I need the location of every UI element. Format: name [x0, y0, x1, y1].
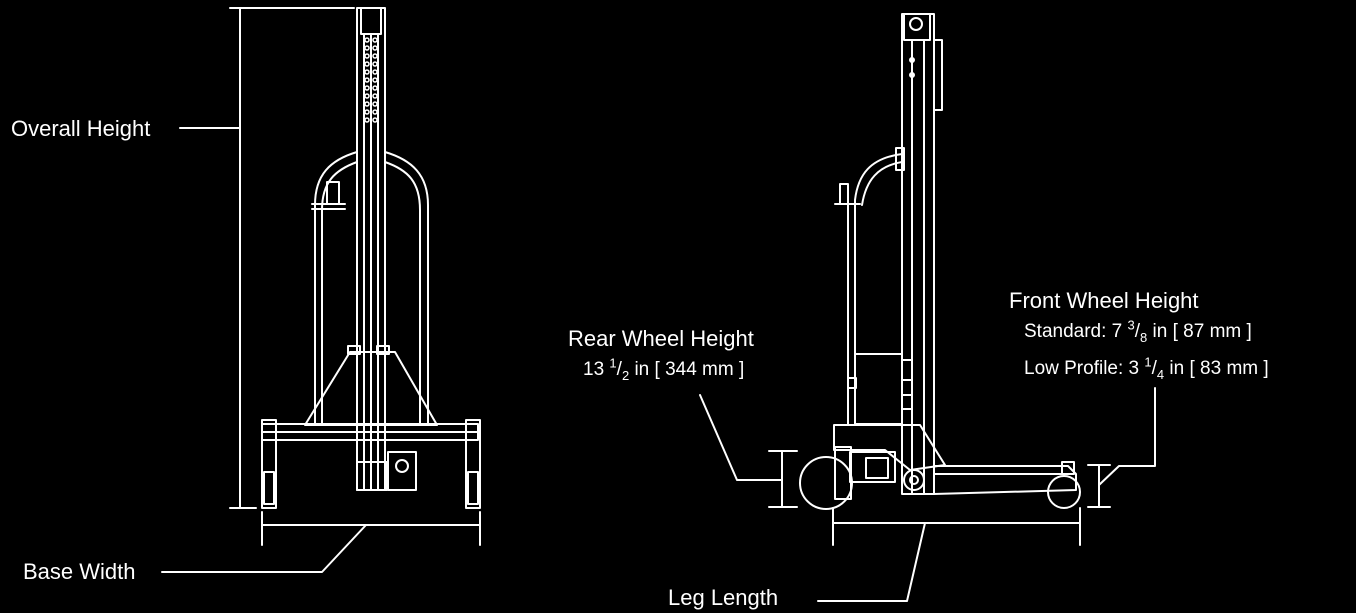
front-lever	[326, 181, 340, 205]
base-width-dimension	[161, 511, 481, 573]
rear-wheel-value: 13 1/2 in [ 344 mm ]	[583, 355, 745, 383]
overall-height-label: Overall Height	[11, 116, 151, 141]
front-wheel-low-profile: Low Profile: 3 1/4 in [ 83 mm ]	[1024, 354, 1269, 382]
base-width-label: Base Width	[23, 559, 136, 584]
front-wheel-standard: Standard: 7 3/8 in [ 87 mm ]	[1024, 317, 1252, 345]
rear-wheel-height-dimension	[699, 394, 798, 508]
front-view-lift	[261, 7, 481, 509]
side-leg	[933, 465, 1077, 495]
front-wheel	[1047, 475, 1081, 509]
front-right-leg	[465, 419, 481, 509]
side-mast-strip	[933, 39, 943, 111]
front-wheel-title: Front Wheel Height	[1009, 288, 1199, 313]
rear-wheel	[799, 456, 853, 510]
side-handle	[854, 153, 903, 213]
side-carriage	[854, 353, 903, 425]
side-view-lift	[799, 13, 1081, 510]
front-wheel-height-dimension	[1087, 387, 1156, 508]
side-mast	[901, 13, 935, 495]
front-mast-top	[360, 7, 382, 35]
front-right-handle	[384, 151, 429, 426]
front-mast-chain	[364, 37, 378, 123]
leg-length-label: Leg Length	[668, 585, 779, 610]
rear-wheel-title: Rear Wheel Height	[568, 326, 754, 351]
side-mast-foot-wheel	[903, 469, 925, 491]
overall-height-dimension	[179, 7, 355, 509]
leg-length-dimension	[817, 507, 1081, 602]
front-left-leg	[261, 419, 277, 509]
